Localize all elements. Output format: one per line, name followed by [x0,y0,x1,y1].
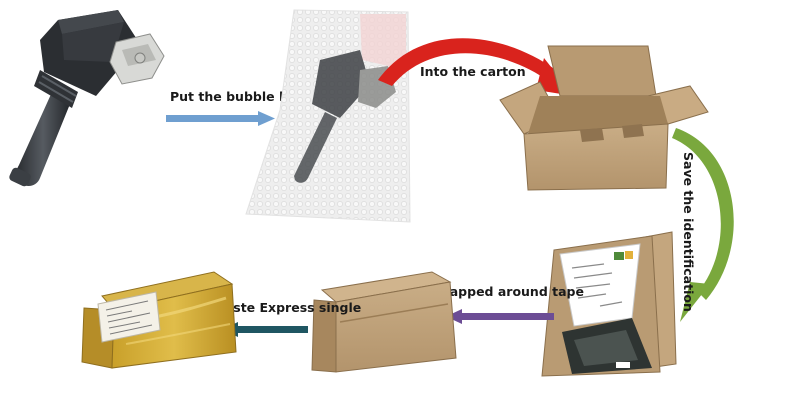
label-wrapped-tape: Wrapped around tape [430,284,584,299]
ignition-coil-icon [9,10,165,187]
taped-carton-icon [81,271,237,369]
label-into-carton: Into the carton [420,64,526,79]
open-carton-icon [499,45,709,191]
sealed-carton-icon [311,271,457,373]
label-put-bubble-bag: Put the bubble bag [170,89,305,104]
carton-with-part-icon [541,231,677,377]
label-save-identification: Save the identification [681,152,696,312]
label-paste-express: Paste Express single [216,300,361,315]
arrow-bubble-bag [166,111,275,126]
arrow-wrapped-tape [446,309,554,324]
bubble-bag-icon [245,9,411,223]
arrow-save-identification [672,128,734,322]
